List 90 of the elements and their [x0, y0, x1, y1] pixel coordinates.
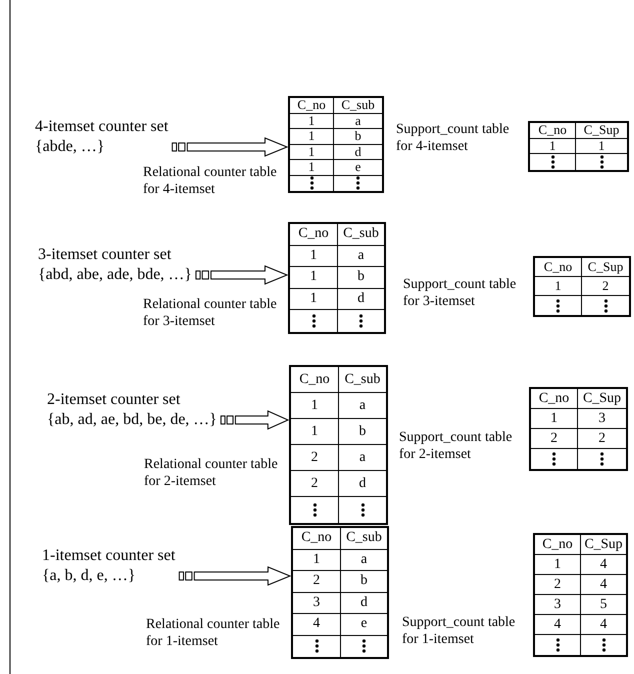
table-cell: d — [338, 288, 384, 310]
table-cell: a — [334, 114, 382, 129]
block-arrow — [178, 566, 292, 586]
table-cell: d — [341, 592, 387, 614]
set-members: {abd, abe, ade, bde, …} — [38, 265, 192, 285]
header-cell: C_sub — [339, 367, 386, 393]
table-cell: b — [339, 419, 386, 445]
block-arrow — [195, 265, 288, 285]
data-table — [533, 256, 631, 317]
table-cell: b — [338, 267, 384, 288]
header-cell: C_no — [535, 535, 581, 555]
table-cell: e — [334, 160, 382, 176]
table-cell: 4 — [581, 615, 626, 635]
header-cell: C_no — [290, 224, 338, 246]
data-table — [288, 96, 384, 193]
table-cell: 1 — [290, 114, 334, 129]
header-cell: C_no — [531, 389, 578, 409]
table-cell: 5 — [581, 595, 626, 615]
table-cell: 4 — [581, 575, 626, 595]
header-cell: C_no — [530, 123, 576, 138]
table-cell: a — [339, 393, 386, 419]
set-members: {a, b, d, e, …} — [42, 566, 137, 586]
table-cell: 2 — [291, 445, 339, 471]
header-cell: C_Sup — [576, 123, 627, 138]
data-table — [289, 365, 388, 525]
header-cell: C_no — [535, 258, 582, 277]
table-cell: 2 — [578, 429, 626, 449]
data-table — [528, 121, 629, 172]
table-cell: a — [339, 445, 386, 471]
header-cell: C_sub — [334, 98, 382, 114]
table-cell: 1 — [290, 267, 338, 288]
set-members: {ab, ad, ae, bd, be, de, …} — [47, 410, 217, 430]
table-cell: d — [334, 144, 382, 160]
table-cell: 2 — [293, 571, 341, 592]
table-cell: b — [341, 571, 387, 592]
table-cell: d — [339, 471, 386, 497]
table-cell: 1 — [290, 160, 334, 176]
table-cell: a — [341, 550, 387, 571]
data-table — [288, 222, 386, 334]
data-table — [291, 526, 389, 659]
table-cell: 2 — [582, 277, 629, 296]
table-cell: 1 — [290, 144, 334, 160]
header-cell: C_Sup — [578, 389, 626, 409]
table-cell: 2 — [535, 575, 581, 595]
table-cell: 1 — [535, 555, 581, 575]
table-cell: 1 — [293, 550, 341, 571]
table-cell: 1 — [291, 393, 339, 419]
header-cell: C_Sup — [581, 535, 626, 555]
table-cell: 3 — [535, 595, 581, 615]
table-cell: 3 — [578, 409, 626, 429]
set-title: 2-itemset counter set — [47, 390, 182, 410]
table-cell: 2 — [291, 471, 339, 497]
table-cell: 4 — [535, 615, 581, 635]
table-cell: 1 — [531, 409, 578, 429]
data-table — [529, 387, 628, 471]
table-cell: 1 — [290, 246, 338, 267]
table-cell: 4 — [581, 555, 626, 575]
data-table — [533, 533, 628, 657]
set-title: 4-itemset counter set — [35, 117, 168, 137]
table-caption: Relational counter table for 1-itemset — [146, 616, 281, 650]
header-cell: C_no — [291, 367, 339, 393]
table-cell: e — [341, 614, 387, 636]
table-caption: Support_count table for 4-itemset — [396, 121, 510, 155]
table-cell: 1 — [576, 138, 627, 154]
table-caption: Relational counter table for 4-itemset — [143, 164, 278, 198]
header-cell: C_sub — [338, 224, 384, 246]
table-cell: 1 — [290, 288, 338, 310]
table-caption: Support_count table for 1-itemset — [402, 614, 516, 648]
table-cell: 2 — [531, 429, 578, 449]
table-cell: b — [334, 129, 382, 144]
table-caption: Support_count table for 2-itemset — [399, 429, 514, 463]
set-title: 1-itemset counter set — [42, 546, 176, 566]
table-cell: 1 — [535, 277, 582, 296]
block-arrow — [172, 137, 288, 157]
table-cell: 1 — [530, 138, 576, 154]
block-arrow — [220, 410, 290, 430]
table-caption: Relational counter table for 2-itemset — [144, 456, 279, 490]
table-cell: 4 — [293, 614, 341, 636]
table-cell: 3 — [293, 592, 341, 614]
table-cell: 1 — [290, 129, 334, 144]
set-title: 3-itemset counter set — [38, 245, 172, 265]
set-members: {abde, …} — [35, 137, 106, 157]
table-caption: Relational counter table for 3-itemset — [143, 296, 278, 330]
table-cell: a — [338, 246, 384, 267]
table-caption: Support_count table for 3-itemset — [403, 276, 518, 310]
header-cell: C_no — [293, 528, 341, 550]
header-cell: C_no — [290, 98, 334, 114]
header-cell: C_sub — [341, 528, 387, 550]
table-cell: 1 — [291, 419, 339, 445]
header-cell: C_Sup — [582, 258, 629, 277]
